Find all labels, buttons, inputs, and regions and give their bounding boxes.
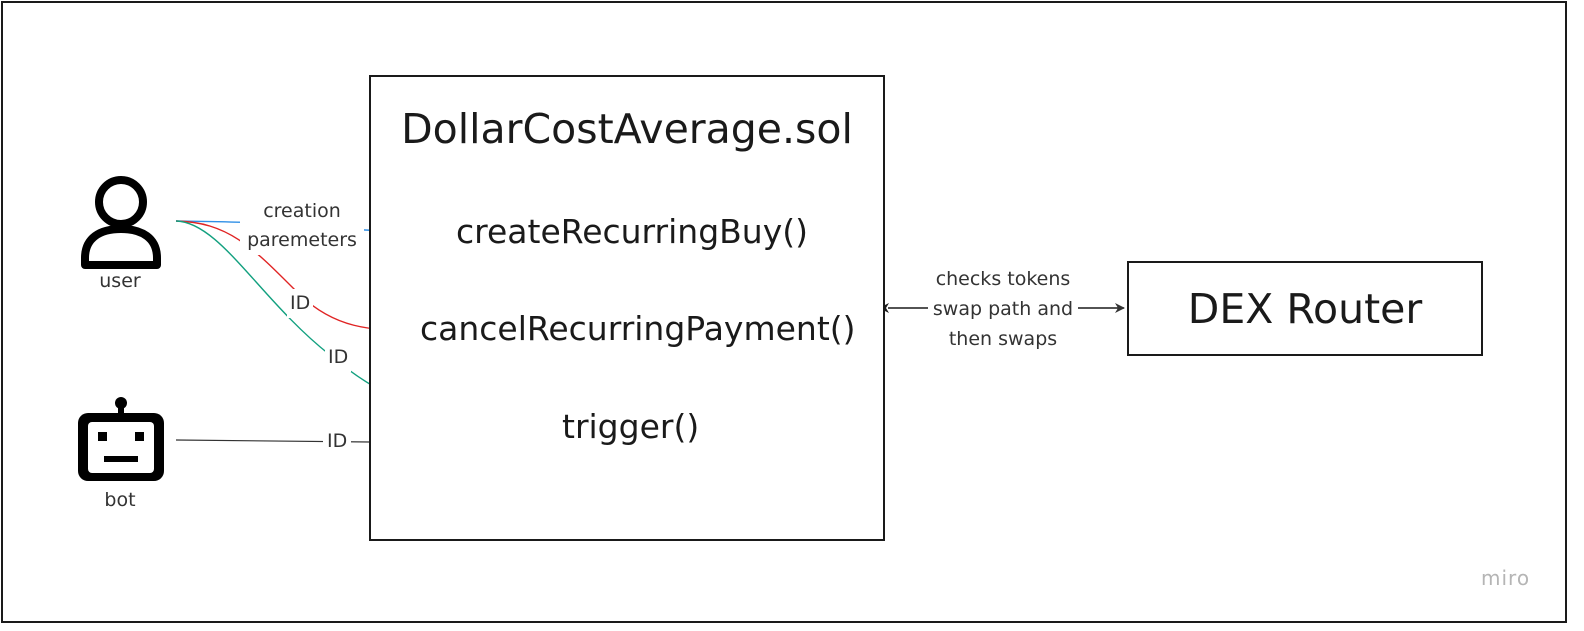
contract-box: DollarCostAverage.sol xyxy=(369,75,885,541)
edge-label-id-bot: ID xyxy=(323,427,352,456)
user-icon xyxy=(81,176,161,269)
user-label: user xyxy=(99,270,141,292)
edge-label-id-trigger: ID xyxy=(325,343,352,372)
canvas-frame xyxy=(1,1,1567,623)
edge-label-router-line2: swap path and xyxy=(932,298,1074,320)
miro-watermark: miro xyxy=(1481,566,1531,590)
edge-label-creation-line2: paremeters xyxy=(247,229,357,251)
edge-label-router-line3: then swaps xyxy=(948,328,1058,350)
function-trigger: trigger() xyxy=(562,407,700,446)
function-cancel-recurring-payment: cancelRecurringPayment() xyxy=(420,309,856,348)
edge-label-creation-line1: creation xyxy=(263,200,341,222)
dex-router-box: DEX Router xyxy=(1127,261,1483,356)
edge-label-router: checks tokens swap path and then swaps xyxy=(928,264,1078,354)
dex-router-title: DEX Router xyxy=(1187,284,1423,333)
bot-label: bot xyxy=(104,489,136,511)
robot-icon xyxy=(78,397,164,481)
contract-title: DollarCostAverage.sol xyxy=(401,105,853,153)
edge-label-id-cancel: ID xyxy=(287,289,314,318)
edge-label-router-line1: checks tokens xyxy=(935,268,1071,290)
edge-label-creation-parameters: creation paremeters xyxy=(240,197,364,255)
function-create-recurring-buy: createRecurringBuy() xyxy=(456,212,808,251)
